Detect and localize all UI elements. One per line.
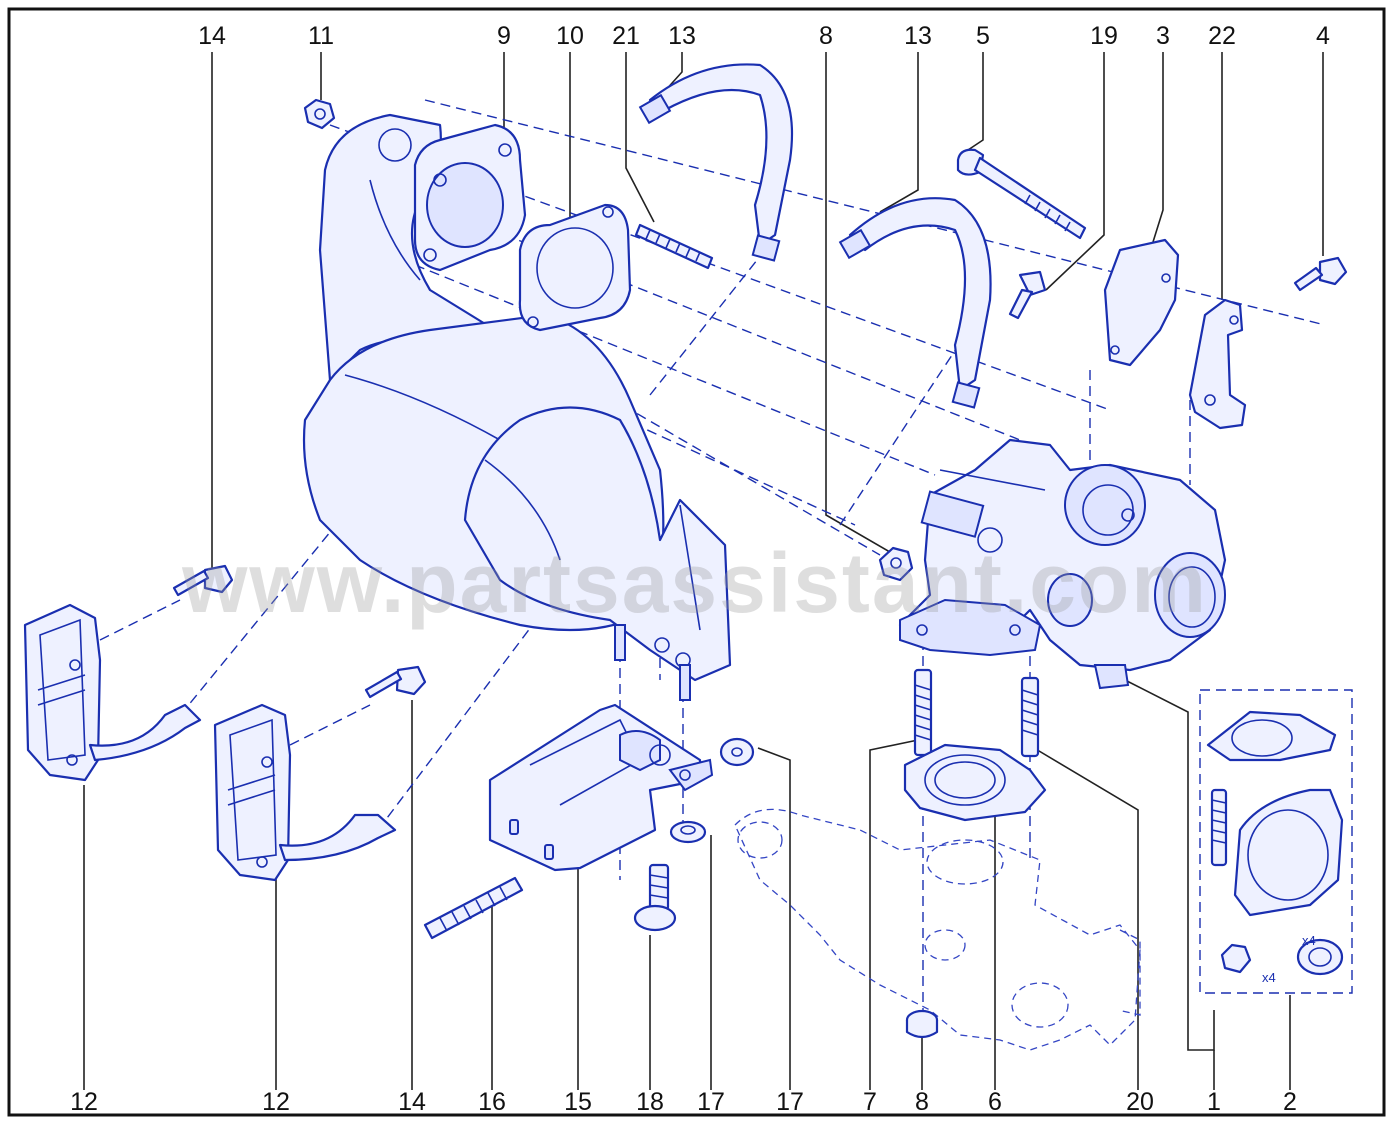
bolt-19 bbox=[1008, 270, 1047, 320]
kit-quantity-label: x4 bbox=[1302, 933, 1316, 948]
diagram-frame bbox=[7, 7, 1386, 1117]
bracket-22 bbox=[1188, 298, 1247, 430]
leader-lines bbox=[83, 52, 1324, 1090]
callout-number: 8 bbox=[819, 22, 833, 50]
kit-quantity-label: x4 bbox=[1262, 970, 1276, 985]
callout-number: 8 bbox=[915, 1088, 929, 1116]
callout-number: 6 bbox=[988, 1088, 1002, 1116]
catalytic-converter bbox=[302, 113, 732, 701]
bolt-4 bbox=[1293, 256, 1348, 292]
heat-shield-3 bbox=[1103, 238, 1180, 367]
callout-number: 4 bbox=[1316, 22, 1330, 50]
top-callouts: 14 11 9 10 21 13 8 13 5 19 3 22 4 bbox=[198, 22, 1330, 50]
bolt-5 bbox=[956, 148, 1087, 240]
stud-7 bbox=[913, 668, 933, 757]
callout-number: 11 bbox=[308, 22, 334, 50]
bottom-callouts: 12 12 14 16 15 18 17 17 7 8 6 20 1 2 bbox=[70, 1088, 1297, 1116]
callout-number: 7 bbox=[863, 1088, 877, 1116]
callout-number: 15 bbox=[564, 1088, 592, 1116]
callout-number: 18 bbox=[636, 1088, 664, 1116]
callout-number: 19 bbox=[1090, 22, 1118, 50]
gasket-6 bbox=[903, 743, 1047, 822]
callout-number: 17 bbox=[697, 1088, 725, 1116]
nut-8-lower bbox=[905, 1009, 939, 1039]
stud-20 bbox=[1020, 676, 1040, 758]
stud-16 bbox=[423, 876, 524, 940]
callout-number: 1 bbox=[1207, 1088, 1221, 1116]
heat-shield-12-left bbox=[23, 603, 202, 782]
exhaust-manifold-outline bbox=[734, 808, 1141, 1051]
callout-number: 13 bbox=[904, 22, 932, 50]
turbocharger bbox=[898, 438, 1227, 690]
washer-17-upper bbox=[719, 737, 755, 767]
callout-number: 22 bbox=[1208, 22, 1236, 50]
gasket-10 bbox=[518, 203, 632, 332]
callout-number: 9 bbox=[497, 22, 511, 50]
callout-number: 3 bbox=[1156, 22, 1170, 50]
nut-11 bbox=[303, 98, 336, 130]
clamp-strap-13b bbox=[838, 197, 992, 409]
callout-number: 21 bbox=[612, 22, 640, 50]
gasket-kit bbox=[1199, 689, 1353, 994]
callout-number: 20 bbox=[1126, 1088, 1154, 1116]
callout-number: 12 bbox=[262, 1088, 290, 1116]
nut-8-upper bbox=[878, 546, 914, 582]
support-bracket-15 bbox=[488, 703, 714, 872]
callout-number: 13 bbox=[668, 22, 696, 50]
heat-shield-12-right bbox=[213, 703, 397, 882]
callout-number: 14 bbox=[398, 1088, 426, 1116]
washer-17-lower bbox=[669, 820, 707, 844]
watermark: www.partsassistant.com bbox=[181, 536, 1208, 630]
outlet-flange-9 bbox=[413, 123, 527, 272]
callout-number: 17 bbox=[776, 1088, 804, 1116]
bolt-14-upper bbox=[172, 564, 234, 597]
callout-number: 14 bbox=[198, 22, 226, 50]
callout-number: 12 bbox=[70, 1088, 98, 1116]
callout-number: 16 bbox=[478, 1088, 506, 1116]
bolt-14-lower bbox=[364, 665, 427, 699]
callout-number: 10 bbox=[556, 22, 584, 50]
stud-21 bbox=[634, 223, 714, 270]
bolt-18 bbox=[633, 863, 677, 932]
callout-number: 5 bbox=[976, 22, 990, 50]
callout-number: 2 bbox=[1283, 1088, 1297, 1116]
clamp-strap-13a bbox=[638, 63, 794, 262]
